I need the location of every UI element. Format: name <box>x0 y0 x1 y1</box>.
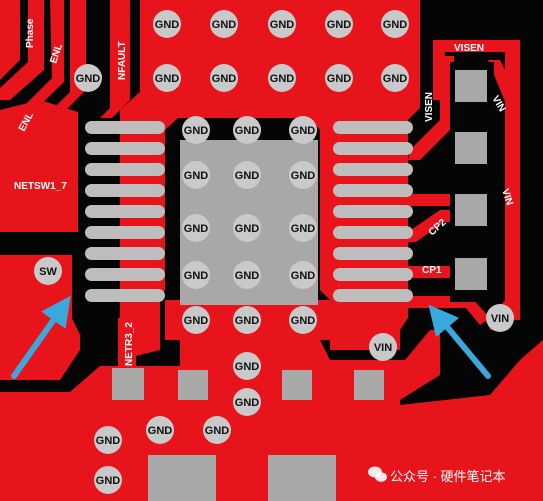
gnd-via-group: GND GND GND GND GND GND GND GND GND GND GND GND GND G… <box>74 10 409 494</box>
gnd-via: GND <box>182 214 210 242</box>
label-visen-side: VISEN <box>424 92 435 122</box>
gnd-via: GND <box>381 10 409 38</box>
annotation-arrows <box>11 295 491 379</box>
ic-right-pins <box>333 121 413 302</box>
gnd-via: GND <box>233 161 261 189</box>
gnd-via-label: GND <box>291 170 316 182</box>
label-netsw1-7: NETSW1_7 <box>14 181 67 192</box>
test-point-vin-right: VIN <box>486 304 514 332</box>
bottom-small-pads <box>112 368 384 400</box>
gnd-via-label: GND <box>96 475 121 487</box>
gnd-via-label: GND <box>327 19 352 31</box>
gnd-via-label: GND <box>383 19 408 31</box>
ic-left-pins <box>85 121 165 302</box>
gnd-via: GND <box>289 261 317 289</box>
gnd-via: GND <box>182 116 210 144</box>
gnd-via-label: GND <box>184 270 209 282</box>
gnd-via: GND <box>182 261 210 289</box>
gnd-via: GND <box>325 10 353 38</box>
gnd-via: GND <box>233 261 261 289</box>
gnd-via-label: GND <box>291 223 316 235</box>
arrow-left <box>11 295 71 379</box>
gnd-via: GND <box>325 64 353 92</box>
gnd-via-label: GND <box>327 73 352 85</box>
gnd-via-label: GND <box>270 19 295 31</box>
label-cp1: CP1 <box>422 265 442 276</box>
gnd-via: GND <box>233 352 261 380</box>
gnd-via: GND <box>233 116 261 144</box>
arrow-right <box>428 304 491 379</box>
watermark-text: 公众号 · 硬件笔记本 <box>390 469 506 484</box>
gnd-via-label: GND <box>235 125 260 137</box>
gnd-via: GND <box>381 64 409 92</box>
gnd-via-label: GND <box>291 315 316 327</box>
gnd-via-label: GND <box>184 315 209 327</box>
right-pad-column <box>455 70 487 290</box>
gnd-via: GND <box>182 161 210 189</box>
gnd-via: GND <box>268 64 296 92</box>
gnd-via-label: GND <box>184 223 209 235</box>
gnd-via: GND <box>146 416 174 444</box>
gnd-via-label: GND <box>235 170 260 182</box>
test-point-sw-label: SW <box>39 266 57 278</box>
gnd-via-label: GND <box>270 73 295 85</box>
gnd-via-label: GND <box>148 425 173 437</box>
gnd-via-label: GND <box>155 19 180 31</box>
gnd-via-label: GND <box>235 223 260 235</box>
gnd-via-label: GND <box>383 73 408 85</box>
gnd-via-label: GND <box>235 270 260 282</box>
gnd-via-label: GND <box>205 425 230 437</box>
gnd-via: GND <box>289 214 317 242</box>
gnd-via-label: GND <box>184 125 209 137</box>
gnd-via: GND <box>74 64 102 92</box>
label-phase: Phase <box>25 18 36 48</box>
gnd-via: GND <box>233 388 261 416</box>
gnd-via-label: GND <box>235 397 260 409</box>
test-point-sw: SW <box>34 257 62 285</box>
gnd-via: GND <box>268 10 296 38</box>
gnd-via-label: GND <box>235 315 260 327</box>
watermark: 公众号 · 硬件笔记本 <box>368 466 506 484</box>
gnd-via: GND <box>153 64 181 92</box>
bottom-large-pads <box>148 455 336 501</box>
wechat-icon <box>368 466 387 482</box>
test-point-vin-bottom-label: VIN <box>374 342 392 354</box>
gnd-via-label: GND <box>96 435 121 447</box>
gnd-via: GND <box>210 10 238 38</box>
label-vin-side-mid: VIN <box>499 188 515 207</box>
gnd-via-label: GND <box>291 270 316 282</box>
gnd-via: GND <box>233 214 261 242</box>
gnd-via: GND <box>210 64 238 92</box>
gnd-via-label: GND <box>212 19 237 31</box>
gnd-via: GND <box>233 306 261 334</box>
gnd-via-label: GND <box>184 170 209 182</box>
label-nfault: NFAULT <box>117 41 128 80</box>
gnd-via: GND <box>289 306 317 334</box>
gnd-via: GND <box>94 426 122 454</box>
label-visen-top: VISEN <box>454 43 484 54</box>
gnd-via: GND <box>153 10 181 38</box>
label-netr3-2: NETR3_2 <box>124 322 135 366</box>
gnd-via-label: GND <box>235 361 260 373</box>
test-point-vin-bottom: VIN <box>369 333 397 361</box>
gnd-via-label: GND <box>155 73 180 85</box>
gnd-via: GND <box>289 161 317 189</box>
gnd-via: GND <box>94 466 122 494</box>
gnd-via-label: GND <box>291 125 316 137</box>
gnd-via: GND <box>182 306 210 334</box>
gnd-via: GND <box>289 116 317 144</box>
gnd-via-label: GND <box>212 73 237 85</box>
test-point-vin-right-label: VIN <box>491 313 509 325</box>
gnd-via-label: GND <box>76 73 101 85</box>
gnd-via: GND <box>203 416 231 444</box>
